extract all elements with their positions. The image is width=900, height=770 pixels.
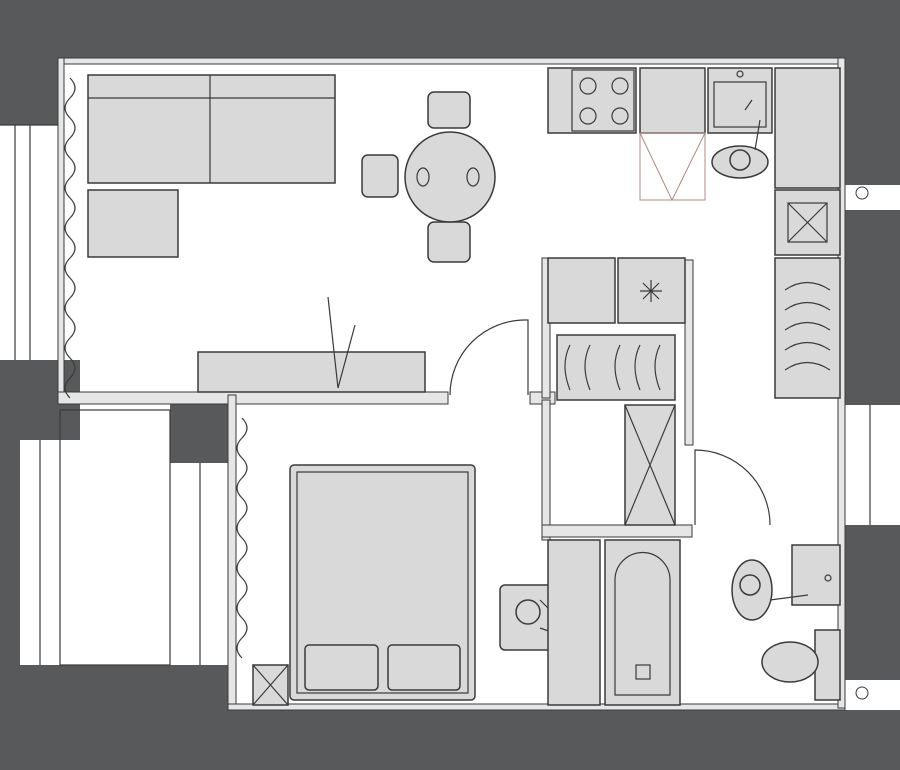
dishwasher-door <box>639 132 706 202</box>
storage-box <box>624 404 676 526</box>
kitchen-cabinet <box>639 67 706 134</box>
toilet-icon <box>761 629 841 701</box>
pipe-icon <box>855 686 869 700</box>
fridge <box>774 67 841 189</box>
bed-icon <box>289 464 476 701</box>
pipe-icon <box>855 186 869 200</box>
oven-cabinet <box>774 189 841 256</box>
dining-table-icon <box>361 91 496 263</box>
curtain <box>64 77 76 399</box>
bathroom-cabinet <box>547 539 601 706</box>
windows <box>0 124 871 666</box>
sink-icon <box>791 544 841 606</box>
interior-walls <box>57 57 846 711</box>
door-bathroom <box>694 449 771 526</box>
person-icon <box>731 559 809 621</box>
tv-unit <box>197 296 426 393</box>
sink-icon <box>707 67 773 134</box>
person-icon <box>711 99 769 179</box>
wardrobe <box>774 257 841 399</box>
curtain <box>236 417 248 659</box>
balcony <box>59 409 171 666</box>
cabinet <box>547 257 616 324</box>
laundry-box <box>252 664 289 706</box>
door-living <box>449 319 529 396</box>
cabinet-star <box>617 257 686 324</box>
bathtub-icon <box>604 539 681 706</box>
hall-wardrobe <box>556 334 676 401</box>
stove-icon <box>547 67 637 134</box>
ottoman <box>87 189 179 258</box>
sofa-icon <box>87 74 336 184</box>
